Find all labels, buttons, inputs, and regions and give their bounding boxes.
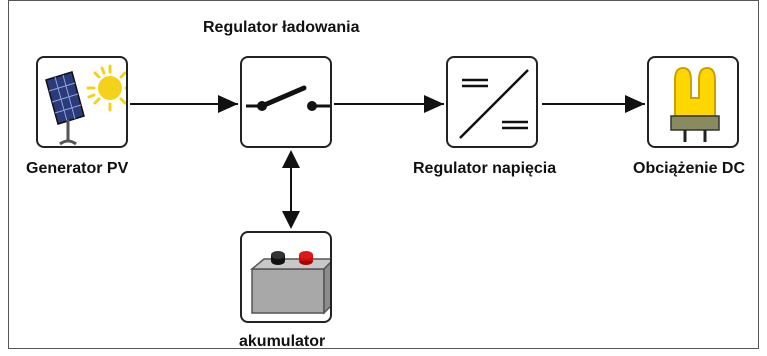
voltage-regulator-label: Regulator napięcia (413, 160, 557, 177)
pv-generator-block (36, 56, 128, 148)
battery-label: akumulator (239, 333, 326, 350)
battery-icon (249, 251, 330, 315)
solar-panel-icon (45, 64, 126, 146)
arrowhead-voltage-regulator (424, 95, 444, 113)
charge-regulator-block (240, 56, 332, 148)
battery-block (240, 231, 332, 323)
voltage-regulator-block (446, 56, 538, 148)
arrowhead-down-battery (282, 211, 300, 229)
switch-icon (246, 85, 330, 111)
arrowhead-charge-regulator (218, 95, 238, 113)
pv-generator-label: Generator PV (26, 160, 129, 177)
dc-load-block (647, 56, 739, 148)
arrowhead-up-charge-regulator (282, 150, 300, 168)
charge-regulator-label: Regulator ładowania (203, 19, 360, 36)
dc-load-label: Obciążenie DC (633, 160, 746, 177)
diagram-frame (8, 0, 759, 349)
lamp-icon (670, 66, 720, 142)
arrowhead-dc-load (625, 95, 645, 113)
converter-icon (459, 69, 529, 139)
